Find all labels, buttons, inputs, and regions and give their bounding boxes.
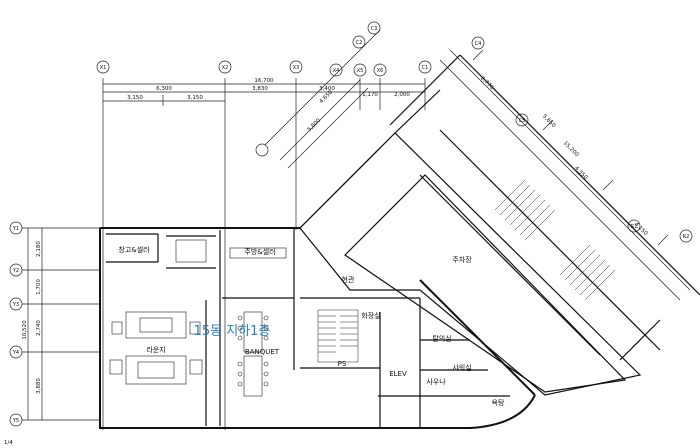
- room-label-hall: 현관: [342, 275, 355, 284]
- service-counter: [175, 239, 287, 263]
- room-label-parking: 주차장: [452, 255, 472, 264]
- dim-h2: 1,700: [36, 279, 42, 295]
- dim-seg4: 1,170: [362, 92, 378, 98]
- lounge-furniture: [109, 311, 203, 385]
- dim-h3: 2,740: [36, 320, 42, 336]
- grid-bubble-c5: C5: [519, 118, 526, 124]
- grid-bubble-x5: X5: [357, 68, 364, 74]
- room-label-utility: PS: [338, 360, 347, 368]
- sheet-mark: 1/4: [4, 440, 13, 446]
- overlay-title: 15동 지하1층: [194, 324, 271, 339]
- parking-wing: [299, 54, 700, 396]
- grid-bubble-r1: R1: [631, 224, 638, 230]
- grid-bubble-x3: X3: [293, 65, 300, 71]
- grid-bubble-x1: X1: [100, 65, 107, 71]
- dim-seg3: 3,400: [319, 86, 335, 92]
- grid-bubble-y1: Y1: [12, 226, 19, 232]
- grid-bubble-c3: C3: [371, 26, 378, 32]
- dim-seg1b: 3,150: [187, 95, 203, 101]
- room-label-dressing: 탈의실: [432, 334, 451, 343]
- dim-seg2: 3,830: [252, 86, 268, 92]
- grid-bubble-c1: C1: [422, 65, 429, 71]
- grid-bubble-x4: X4: [333, 68, 340, 74]
- grid-bubble-y4: Y4: [12, 350, 19, 356]
- dim-diag2: 5,650: [541, 114, 557, 130]
- dim-h1: 2,180: [36, 241, 42, 257]
- room-label-sauna: 사우나: [426, 377, 446, 386]
- room-label-elev: ELEV: [389, 370, 407, 378]
- dim-diag1: 2,770: [479, 76, 495, 92]
- room-label-bath: 욕탕: [492, 398, 505, 407]
- room-label-service: 주방&셀러: [244, 247, 275, 256]
- core-stairs: [317, 309, 359, 363]
- dim-h4: 3,880: [36, 378, 42, 394]
- dim-total-height: 10,520: [22, 320, 28, 340]
- top-dimension-lines: [102, 78, 426, 430]
- banquet-tables: [237, 311, 269, 397]
- grid-bubbles: [9, 21, 693, 427]
- dim-seg1: 6,300: [156, 86, 172, 92]
- exterior-walls: [99, 227, 536, 429]
- room-label-lounge: 라운지: [146, 345, 165, 354]
- dim-seg5: 2,000: [394, 92, 410, 98]
- grid-bubble-c2: C2: [356, 40, 363, 46]
- diagonal-dimension-lines: [264, 29, 691, 301]
- dim-diag-total: 15,200: [562, 140, 580, 158]
- room-label-shower: 샤워실: [452, 363, 471, 372]
- room-label-wc: 화장실: [361, 311, 380, 320]
- grid-bubble-x2: X2: [222, 65, 229, 71]
- dim-seg1a: 3,150: [127, 95, 143, 101]
- grid-bubble-r2: R2: [683, 234, 690, 240]
- room-label-banquet: BANQUET: [245, 348, 280, 356]
- parking-stairs: [494, 179, 616, 301]
- grid-bubble-y5: Y5: [12, 418, 19, 424]
- grid-bubble-c4: C4: [475, 41, 482, 47]
- left-dimension-lines: [12, 227, 100, 421]
- grid-bubble-x6: X6: [377, 68, 384, 74]
- interior-walls: [106, 228, 510, 428]
- grid-bubble-y2: Y2: [12, 268, 19, 274]
- dim-diag3: 4,350: [573, 166, 589, 182]
- grid-bubble-y3: Y3: [12, 302, 19, 308]
- dim-total-width: 16,700: [254, 78, 274, 84]
- room-label-storage: 창고&셀러: [118, 245, 149, 254]
